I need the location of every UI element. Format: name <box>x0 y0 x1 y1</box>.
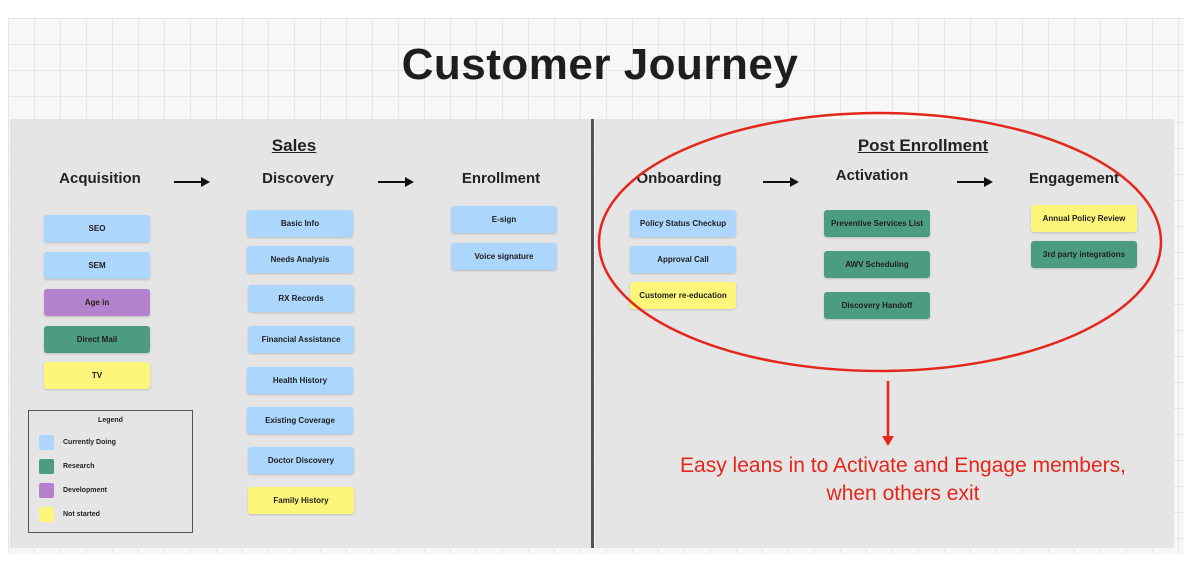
sticky-note[interactable]: Voice signature <box>451 243 557 270</box>
legend-item: Development <box>39 483 107 498</box>
sticky-note[interactable]: Financial Assistance <box>248 326 354 353</box>
legend-box: Legend Currently Doing Research Developm… <box>28 410 193 533</box>
callout-arrow-head <box>882 436 894 446</box>
legend-title: Legend <box>98 417 123 424</box>
sticky-note[interactable]: Family History <box>248 487 354 514</box>
stage-activation: Activation <box>835 167 909 184</box>
sticky-note[interactable]: Needs Analysis <box>247 246 353 273</box>
legend-item: Not started <box>39 507 100 522</box>
section-title-sales: Sales <box>271 136 317 155</box>
stage-acquisition: Acquisition <box>59 170 141 187</box>
flow-arrow <box>763 177 799 187</box>
flow-arrow <box>174 177 210 187</box>
sticky-note[interactable]: Direct Mail <box>44 326 150 353</box>
stage-discovery: Discovery <box>262 170 334 187</box>
legend-item: Research <box>39 459 95 474</box>
highlight-ellipse <box>597 111 1163 373</box>
sticky-note[interactable]: Policy Status Checkup <box>630 210 736 237</box>
sticky-note[interactable]: Discovery Handoff <box>824 292 930 319</box>
sticky-note[interactable]: RX Records <box>248 285 354 312</box>
stage-engagement: Engagement <box>1028 170 1120 187</box>
sticky-note[interactable]: E-sign <box>451 206 557 233</box>
sticky-note[interactable]: Annual Policy Review <box>1031 205 1137 232</box>
sticky-note[interactable]: SEO <box>44 215 150 242</box>
section-title-post-enrollment: Post Enrollment <box>857 136 989 155</box>
page-title: Customer Journey <box>401 40 799 89</box>
sticky-note[interactable]: Existing Coverage <box>247 407 353 434</box>
callout-line-1: Easy leans in to Activate and Engage mem… <box>680 454 1126 477</box>
flow-arrow <box>378 177 414 187</box>
stage-onboarding: Onboarding <box>636 170 722 187</box>
sticky-note[interactable]: Age in <box>44 289 150 316</box>
callout-text: Easy leans in to Activate and Engage mem… <box>620 452 1186 508</box>
callout-line-2: when others exit <box>826 482 980 505</box>
sticky-note[interactable]: Doctor Discovery <box>248 447 354 474</box>
sticky-note[interactable]: Basic Info <box>247 210 353 237</box>
sticky-note[interactable]: 3rd party integrations <box>1031 241 1137 268</box>
sticky-note[interactable]: Preventive Services List <box>824 210 930 237</box>
legend-label: Development <box>63 487 107 494</box>
legend-swatch <box>39 435 54 450</box>
sticky-note[interactable]: TV <box>44 362 150 389</box>
flow-arrow <box>957 177 993 187</box>
sticky-note[interactable]: Health History <box>247 367 353 394</box>
sticky-note[interactable]: SEM <box>44 252 150 279</box>
sticky-note[interactable]: Customer re-education <box>630 282 736 309</box>
legend-swatch <box>39 507 54 522</box>
legend-item: Currently Doing <box>39 435 116 450</box>
section-divider <box>591 119 594 548</box>
legend-label: Not started <box>63 511 100 518</box>
legend-swatch <box>39 459 54 474</box>
legend-swatch <box>39 483 54 498</box>
legend-label: Currently Doing <box>63 439 116 446</box>
sticky-note[interactable]: Approval Call <box>630 246 736 273</box>
stage-enrollment: Enrollment <box>461 170 541 187</box>
legend-label: Research <box>63 463 95 470</box>
sticky-note[interactable]: AWV Scheduling <box>824 251 930 278</box>
